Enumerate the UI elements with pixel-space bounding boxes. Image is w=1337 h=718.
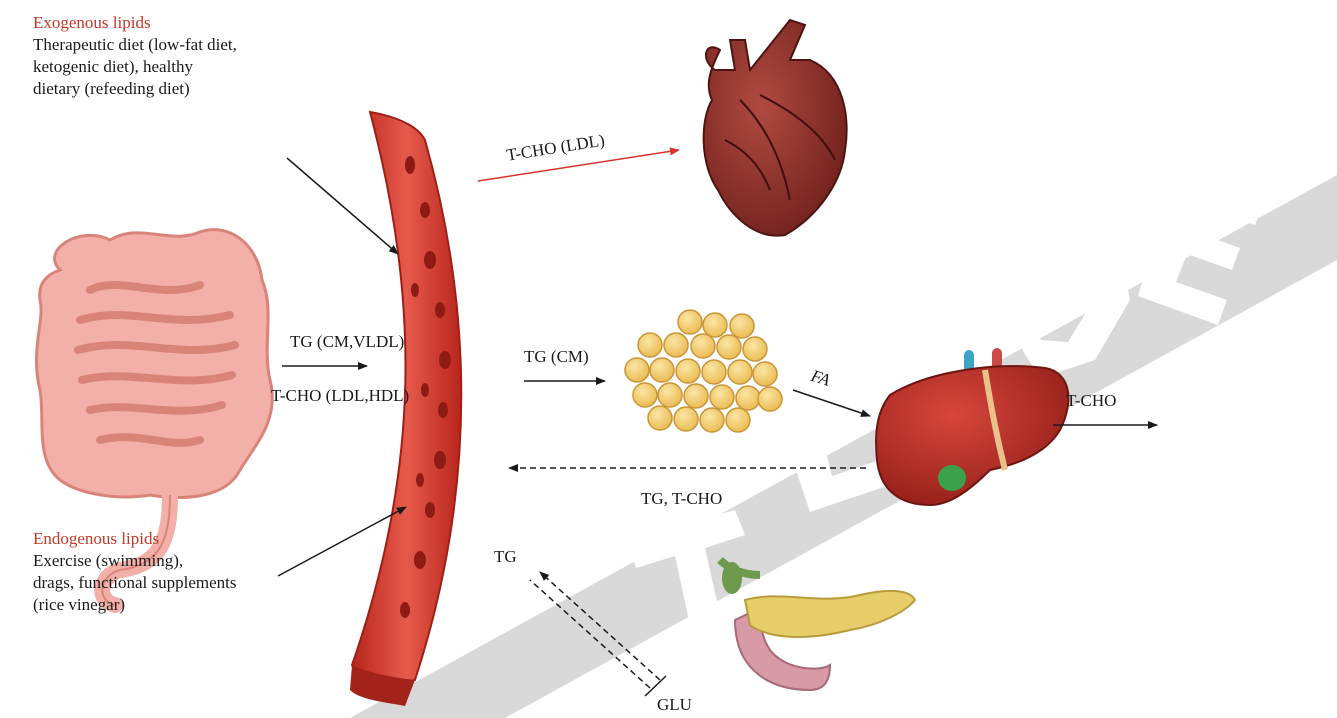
exogenous-line-1: Therapeutic diet (low-fat diet, (33, 34, 237, 56)
exogenous-arrow (287, 158, 398, 254)
endogenous-line-3: (rice vinegar) (33, 594, 237, 616)
glu-label: GLU (657, 694, 692, 716)
endogenous-line-2: drags, functional supplements (33, 572, 237, 594)
retracted-watermark (350, 170, 1337, 718)
endogenous-title: Endogenous lipids (33, 528, 237, 550)
blood-vessel-illustration (350, 112, 461, 706)
exogenous-title: Exogenous lipids (33, 12, 237, 34)
intestine-tg-label: TG (CM,VLDL) (290, 331, 404, 353)
liver-back-label: TG, T-CHO (641, 488, 722, 510)
endogenous-line-1: Exercise (swimming), (33, 550, 237, 572)
adipose-arrow-label: TG (CM) (524, 346, 589, 368)
exogenous-lipids-block: Exogenous lipids Therapeutic diet (low-f… (33, 12, 237, 100)
liver-out-label: T-CHO (1066, 390, 1116, 412)
intestine-tcho-label: T-CHO (LDL,HDL) (271, 385, 409, 407)
heart-illustration (704, 20, 847, 236)
exogenous-line-2: ketogenic diet), healthy (33, 56, 237, 78)
adipose-tissue-illustration (625, 310, 782, 432)
exogenous-line-3: dietary (refeeding diet) (33, 78, 237, 100)
pancreas-tg-label: TG (494, 546, 517, 568)
endogenous-lipids-block: Endogenous lipids Exercise (swimming), d… (33, 528, 237, 616)
